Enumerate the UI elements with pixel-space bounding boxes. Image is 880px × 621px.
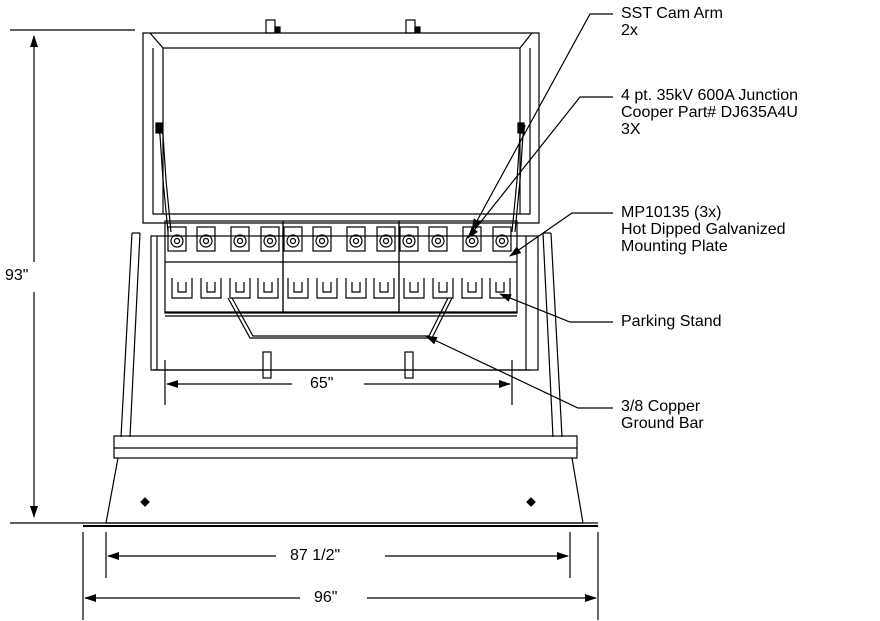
junction-label: 4 pt. 35kV 600A Junction [621, 87, 799, 104]
height-dimension-label: 93" [2, 268, 32, 284]
base-width-dimension-label: 87 1/2" [287, 548, 344, 564]
ground-bar-name: Ground Bar [621, 415, 704, 432]
overall-width-dimension [82, 532, 599, 620]
mounting-plate-label: MP10135 (3x) [621, 204, 722, 221]
mounting-plate-finish: Hot Dipped Galvanized [621, 221, 786, 238]
inner-width-dimension-label: 65" [307, 376, 337, 392]
ground-bar [227, 297, 453, 339]
height-dimension [10, 29, 135, 524]
inner-width-dimension [164, 360, 513, 405]
cam-arm-count: 2x [621, 22, 638, 39]
base [83, 435, 598, 527]
junction-bushings [167, 226, 512, 252]
base-width-dimension [105, 532, 571, 578]
leader-lines [425, 13, 613, 409]
parking-stands [171, 278, 511, 299]
cam-arm-label: SST Cam Arm [621, 5, 723, 22]
overall-width-dimension-label: 96" [311, 590, 341, 606]
mounting-plates [164, 220, 518, 317]
junction-part-number: Cooper Part# DJ635A4U [621, 104, 798, 121]
parking-stand-label: Parking Stand [621, 313, 722, 330]
open-lid [142, 19, 540, 224]
mounting-plate-name: Mounting Plate [621, 238, 728, 255]
junction-count: 3X [621, 121, 641, 138]
front-tabs [262, 351, 414, 379]
ground-bar-label: 3/8 Copper [621, 398, 701, 415]
enclosure-body [120, 232, 563, 438]
cam-arms [155, 122, 526, 233]
